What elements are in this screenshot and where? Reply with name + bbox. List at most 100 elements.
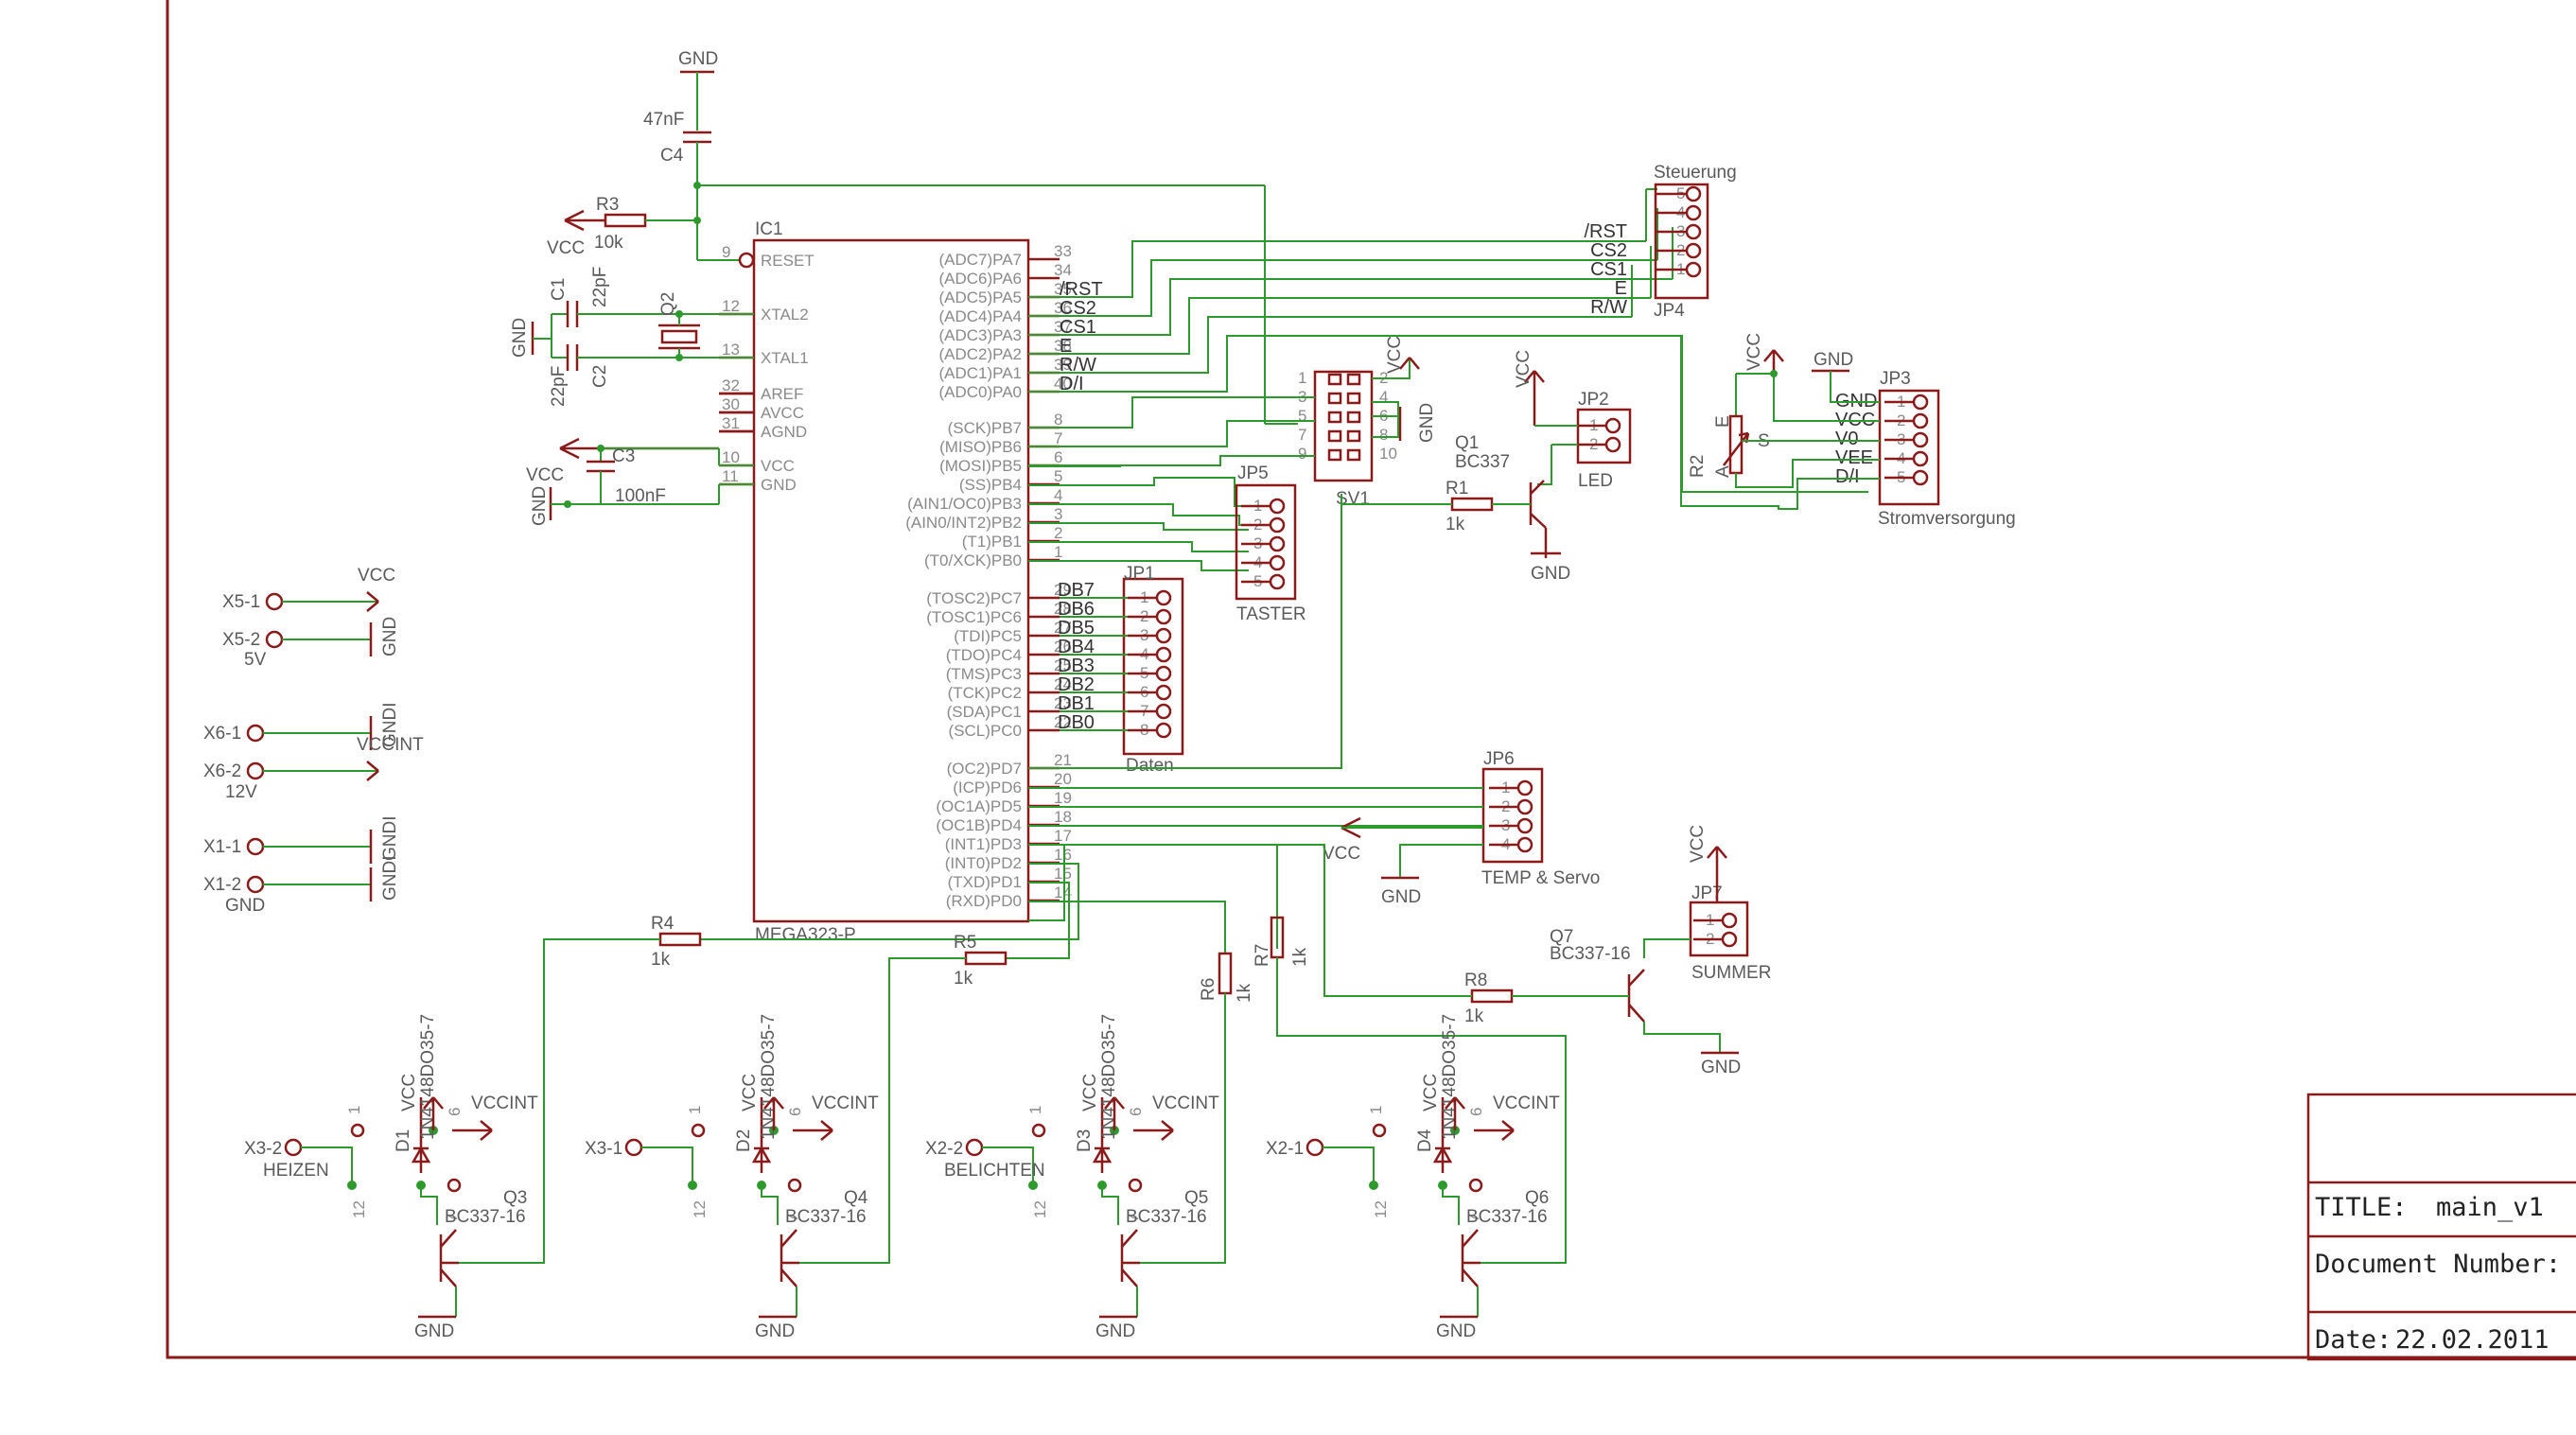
left-connectors: X5-1 VCC X5-2 GND 5V X6-1 GNDI X6-2 VCCI… bbox=[203, 566, 424, 916]
relay-pin-num: 1 bbox=[1367, 1106, 1385, 1114]
x1-gndi-a: GNDI bbox=[380, 816, 400, 862]
sv1-vcc: VCC bbox=[1385, 336, 1405, 374]
c2-ref: C2 bbox=[590, 365, 610, 388]
title-block: TITLE: main_v1 Document Number: Date: 22… bbox=[2306, 1093, 2576, 1361]
steuerung-net: CS1 bbox=[1590, 259, 1627, 280]
jp6-vcc: VCC bbox=[1323, 844, 1360, 864]
r7-ref: R7 bbox=[1253, 944, 1272, 967]
summer-driver: JP7 SUMMER 12 VCC Q7 BC337-16 GND R8 1k bbox=[1028, 825, 1771, 1077]
ic1-right-pin-num: 28 bbox=[1054, 600, 1072, 618]
driver-vcc: VCC bbox=[399, 1074, 419, 1111]
ic1-right-pin-num: 21 bbox=[1054, 751, 1072, 769]
jp6-gnd: GND bbox=[1381, 887, 1421, 907]
q7-gnd: GND bbox=[1701, 1058, 1741, 1077]
ic1-left-pin-num: 12 bbox=[722, 297, 740, 315]
ic1-left-pin-num: 9 bbox=[722, 243, 730, 261]
x6-vccint: VCCINT bbox=[357, 735, 424, 755]
r6-value: 1k bbox=[1235, 983, 1254, 1003]
net-label-db2: DB2 bbox=[1058, 674, 1095, 695]
driver-gnd: GND bbox=[1095, 1321, 1135, 1341]
relay-pin-num: 6 bbox=[786, 1108, 804, 1116]
driver-resistors: R4 1k R5 1k R6 1k R7 1k bbox=[459, 914, 1567, 1264]
x1-gnd: GND bbox=[225, 896, 265, 916]
relay-pin-num: 7 bbox=[443, 1214, 461, 1222]
transistor-ref: Q5 bbox=[1184, 1188, 1208, 1208]
ic1-right-pin-num: 3 bbox=[1054, 505, 1062, 523]
steuerung-net: R/W bbox=[1590, 297, 1627, 318]
jp3-vcc: VCC bbox=[1744, 333, 1764, 371]
net-label-e: E bbox=[1060, 336, 1072, 357]
driver-vccint: VCCINT bbox=[812, 1094, 879, 1113]
net-label-db4: DB4 bbox=[1058, 637, 1095, 657]
ic1-left-pin-num: 30 bbox=[722, 395, 740, 413]
ic1-right-pin-num: 23 bbox=[1054, 694, 1072, 712]
driver-vccint: VCCINT bbox=[1493, 1094, 1560, 1113]
ic1-left-pin-num: 32 bbox=[722, 376, 740, 394]
ic1-right-pin-num: 25 bbox=[1054, 656, 1072, 674]
jp3-gnd: GND bbox=[1814, 350, 1853, 370]
ic1-right-pin-name: (SS)PB4 bbox=[959, 476, 1022, 494]
ic1-right-pin-name: (ADC1)PA1 bbox=[938, 364, 1022, 382]
ic1-right-pin-num: 34 bbox=[1054, 261, 1072, 279]
net-label-cs2: CS2 bbox=[1060, 298, 1096, 319]
ic1-right-pin-num: 36 bbox=[1054, 299, 1072, 317]
sv1-pin-left: 9 bbox=[1298, 445, 1306, 463]
driver-gnd: GND bbox=[755, 1321, 795, 1341]
ic1-right-pin-name: (OC1A)PD5 bbox=[936, 797, 1022, 815]
driver-vcc: VCC bbox=[1080, 1074, 1100, 1111]
ic1-right-pin-name: (TOSC2)PC7 bbox=[926, 589, 1022, 607]
net-label-cs1: CS1 bbox=[1060, 317, 1096, 338]
diode-value: 1N4148DO35-7 bbox=[759, 1014, 779, 1140]
pa-net-labels: /RSTCS2CS1ER/WD/IDB7DB6DB5DB4DB3DB2DB1DB… bbox=[1058, 279, 1103, 733]
relay-pin-num: 1 bbox=[345, 1106, 363, 1114]
driver-gnd: GND bbox=[414, 1321, 454, 1341]
pc-wires bbox=[1060, 597, 1128, 731]
ic1-left-pin-name: AVCC bbox=[761, 404, 804, 422]
transistor-value: BC337-16 bbox=[1126, 1207, 1207, 1227]
transistor-ref: Q4 bbox=[844, 1188, 868, 1208]
ic1-right-pin-num: 19 bbox=[1054, 789, 1072, 807]
ic1-right-pin-name: (MISO)PB6 bbox=[939, 438, 1022, 456]
jp3-net: V0 bbox=[1835, 429, 1858, 449]
x5-1-label: X5-1 bbox=[222, 592, 260, 612]
title-label: TITLE: bbox=[2315, 1193, 2408, 1222]
sv1-pin-left: 1 bbox=[1298, 369, 1306, 387]
net-label-db6: DB6 bbox=[1058, 599, 1095, 620]
ic1-right-pin-name: (ADC6)PA6 bbox=[938, 270, 1022, 288]
r8-ref: R8 bbox=[1464, 971, 1487, 990]
r5-ref: R5 bbox=[954, 933, 976, 953]
ic1-right-pin-name: (INT1)PD3 bbox=[945, 835, 1022, 853]
sv1-pin-left: 7 bbox=[1298, 426, 1306, 444]
x5-vcc: VCC bbox=[358, 566, 395, 586]
ic1-right-pin-num: 40 bbox=[1054, 375, 1072, 393]
jp3-ref: JP3 bbox=[1880, 369, 1911, 389]
steuerung-name: Steuerung bbox=[1654, 163, 1737, 183]
ic1-right-pin-name: (MOSI)PB5 bbox=[939, 457, 1022, 475]
jp2-vcc: VCC bbox=[1514, 350, 1533, 388]
driver-vccint: VCCINT bbox=[1152, 1094, 1219, 1113]
c3-ref: C3 bbox=[612, 446, 635, 466]
ic1-right-pin-name: (TCK)PC2 bbox=[948, 684, 1022, 702]
jp2-ref: JP2 bbox=[1578, 390, 1609, 410]
diode-ref: D1 bbox=[394, 1129, 413, 1152]
r2-ref: R2 bbox=[1688, 455, 1708, 478]
ic1-left-pin-name: GND bbox=[761, 476, 797, 494]
net-label-rw: R/W bbox=[1060, 355, 1096, 376]
driver-gnd: GND bbox=[1436, 1321, 1476, 1341]
transistor-value: BC337-16 bbox=[785, 1207, 867, 1227]
x6-2-label: X6-2 bbox=[203, 761, 241, 781]
steuerung-net: E bbox=[1615, 278, 1627, 299]
ic1-ref: IC1 bbox=[755, 219, 783, 239]
x6-1-label: X6-1 bbox=[203, 724, 241, 744]
net-label-db1: DB1 bbox=[1058, 693, 1095, 714]
driver-connector-label: X2-2 bbox=[925, 1139, 963, 1159]
ic1-right-pin-name: (AIN0/INT2)PB2 bbox=[905, 514, 1022, 532]
c1-ref: C1 bbox=[549, 278, 569, 301]
